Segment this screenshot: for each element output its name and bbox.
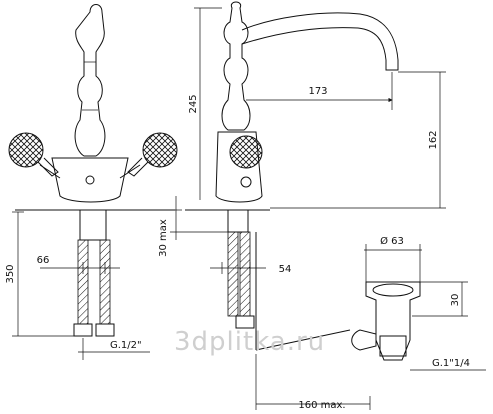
dim-waste-thread: G.1"1/4 (432, 358, 470, 369)
dim-spout-reach: 173 (308, 86, 327, 97)
dim-hose-length: 350 (5, 264, 16, 283)
left-handle-knob (8, 132, 44, 168)
dim-spout-height: 245 (188, 94, 199, 113)
dim-spout-drop: 162 (428, 130, 439, 149)
waste-valve (351, 244, 486, 371)
side-handle-knob (229, 135, 263, 169)
dim-hose-spacing: 66 (37, 255, 50, 266)
dim-waste-height: 30 (450, 294, 461, 307)
watermark: 3dplitka.ru (174, 327, 325, 357)
dim-body-width: 54 (279, 264, 292, 275)
front-view (8, 4, 178, 360)
dim-rod-length: 160 max. (298, 400, 345, 411)
dim-waste-diameter: Ø 63 (380, 235, 404, 247)
side-view (170, 1, 446, 410)
dim-max-deck: 30 max (158, 219, 169, 257)
dim-hose-thread: G.1/2" (110, 340, 142, 351)
right-handle-knob (142, 132, 178, 168)
